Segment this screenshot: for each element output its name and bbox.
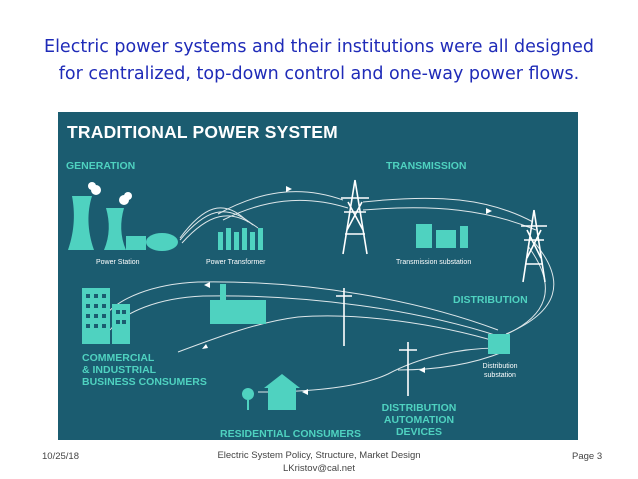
label-distribution-substation: Distribution substation — [482, 363, 518, 379]
trans-line-1 — [217, 191, 344, 215]
transmission-tower-icon — [341, 179, 369, 255]
arrow-icon — [286, 186, 292, 192]
house-icon — [264, 374, 300, 410]
diagram-artwork — [68, 179, 555, 410]
arrow-icon — [202, 344, 208, 349]
footer-date: 10/25/18 — [42, 451, 79, 462]
footer-center: Electric System Policy, Structure, Marke… — [217, 450, 421, 474]
diagram-title: TRADITIONAL POWER SYSTEM — [67, 122, 338, 142]
heading-line-2: for centralized, top-down control and on… — [58, 64, 580, 84]
factory-icon — [210, 284, 266, 324]
dist-line-1 — [103, 281, 499, 331]
section-generation: GENERATION — [66, 160, 136, 172]
arrow-icon — [204, 282, 210, 288]
power-station-icon — [68, 182, 178, 251]
dist-drop-2 — [497, 245, 546, 339]
label-transmission-substation: Transmission substation — [396, 259, 472, 266]
power-transformer-icon — [218, 228, 263, 250]
transmission-substation-icon — [416, 224, 468, 248]
dist-line-3 — [177, 315, 499, 353]
arrow-icon — [486, 208, 492, 214]
section-transmission: TRANSMISSION — [386, 160, 467, 172]
distribution-pole-icon — [336, 288, 417, 396]
power-lines — [103, 191, 555, 393]
dist-line-5 — [397, 351, 504, 371]
tree-icon — [242, 388, 254, 410]
gen-line-2 — [179, 211, 254, 241]
power-system-diagram: TRADITIONAL POWER SYSTEM GENERATION TRAN… — [58, 112, 578, 440]
dist-line-2 — [109, 295, 499, 337]
section-commercial: COMMERCIAL & INDUSTRIAL BUSINESS CONSUME… — [82, 352, 207, 388]
label-power-station: Power Station — [96, 259, 140, 266]
slide-heading: Electric power systems and their institu… — [0, 34, 638, 88]
tower-line-1 — [362, 197, 534, 223]
section-automation: DISTRIBUTION AUTOMATION DEVICES — [381, 402, 457, 438]
flow-arrows — [202, 186, 492, 395]
section-residential: RESIDENTIAL CONSUMERS — [220, 428, 361, 440]
footer-page: Page 3 — [572, 451, 603, 462]
gen-line-1 — [179, 207, 249, 239]
heading-line-1: Electric power systems and their institu… — [44, 37, 594, 57]
arrow-icon — [302, 389, 308, 395]
arrow-icon — [419, 367, 425, 373]
section-distribution: DISTRIBUTION — [453, 294, 528, 306]
distribution-substation-icon — [488, 334, 510, 354]
dist-line-4 — [257, 347, 499, 393]
label-power-transformer: Power Transformer — [206, 259, 266, 266]
trans-line-2 — [222, 199, 349, 221]
gen-line-3 — [181, 215, 259, 244]
transmission-tower-icon-2 — [521, 209, 547, 283]
tower-line-2 — [362, 207, 537, 231]
